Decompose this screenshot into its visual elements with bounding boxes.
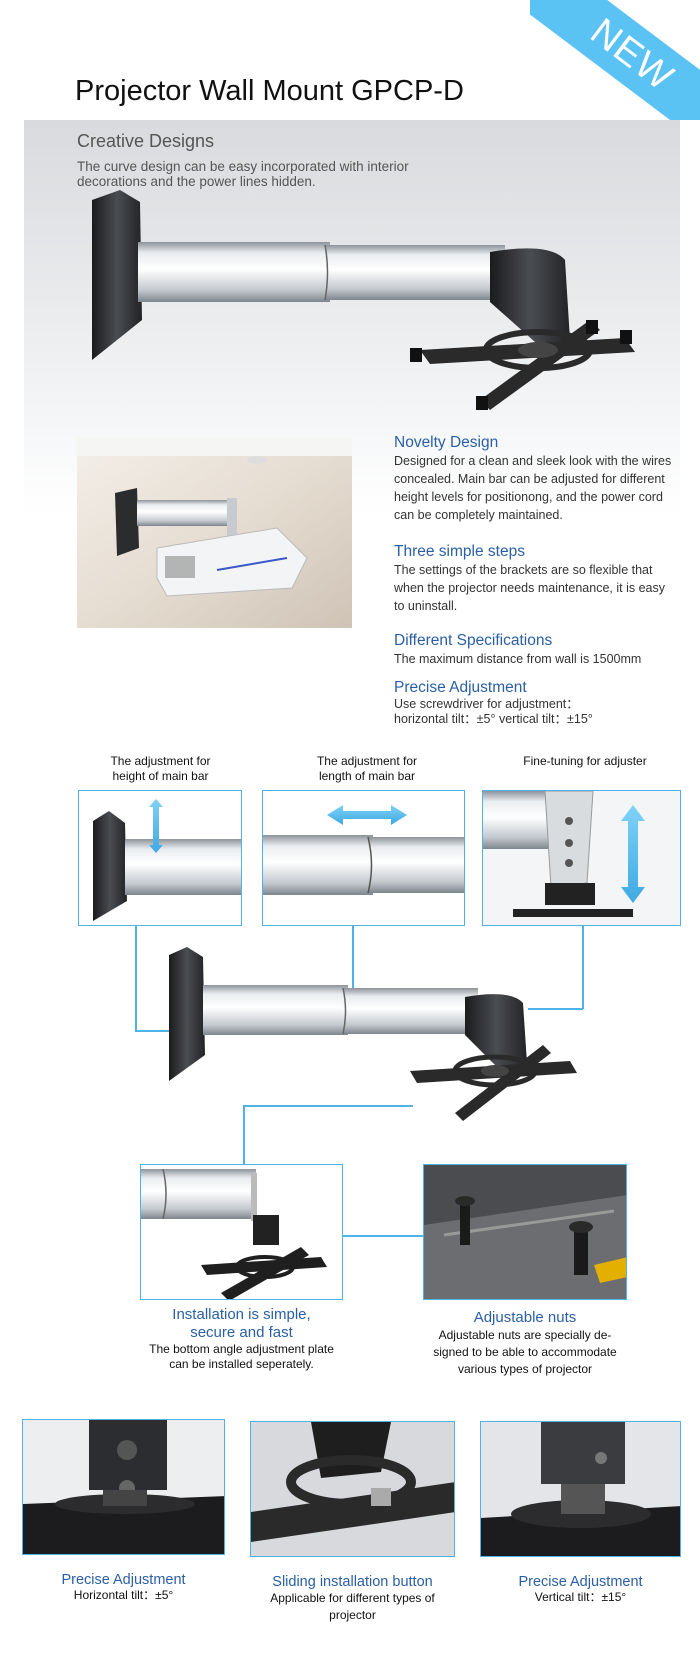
room-installation-photo — [77, 438, 352, 628]
horizontal-tilt-image — [22, 1419, 225, 1555]
bottom-caption-vertical: Precise Adjustment Vertical tilt：±15° — [480, 1574, 681, 1605]
feature-precise-line2: horizontal tilt：±5° vertical tilt：±15° — [394, 712, 593, 726]
new-ribbon: NEW — [530, 0, 700, 120]
adjustable-nuts-image — [423, 1164, 627, 1300]
feature-three-steps: Three simple steps The settings of the b… — [394, 543, 694, 615]
install-plate-image — [140, 1164, 343, 1300]
center-mount-illustration — [169, 947, 577, 1121]
adjust-fine-line1: Fine-tuning for adjuster — [523, 754, 647, 768]
connector-line — [343, 1235, 423, 1237]
bottom-h-line1: Horizontal tilt：±5° — [73, 1588, 174, 1602]
bottom-h-title: Precise Adjustment — [61, 1572, 186, 1588]
sliding-button-image — [250, 1421, 455, 1557]
connector-line — [243, 1105, 245, 1165]
feature-steps-line2: when the projector needs maintenance, it… — [394, 581, 665, 595]
adjust-length-line1: The adjustment for — [316, 754, 418, 768]
connector-line — [243, 1105, 413, 1107]
adjust-height-line2: height of main bar — [112, 769, 209, 783]
connector-line — [135, 926, 137, 1031]
feature-novelty-line2: concealed. Main bar can be adjusted for … — [394, 472, 665, 486]
adjust-length-image — [262, 790, 465, 926]
bottom-caption-sliding: Sliding installation button Applicable f… — [240, 1574, 465, 1624]
feature-spec-line1: The maximum distance from wall is 1500mm — [394, 652, 642, 666]
adjust-height-line1: The adjustment for — [110, 754, 211, 768]
connector-line — [135, 1030, 175, 1032]
feature-novelty-line3: height levels for positionong, and the p… — [394, 490, 663, 504]
connector-line — [582, 926, 584, 1009]
creative-body-2: decorations and the power lines hidden. — [77, 174, 316, 189]
adjust-caption-height: The adjustment for height of main bar — [78, 754, 243, 784]
hero-mount-illustration — [92, 190, 635, 410]
feature-spec-title: Different Specifications — [394, 632, 553, 649]
feature-steps-title: Three simple steps — [394, 543, 525, 560]
page-title: Projector Wall Mount GPCP-D — [75, 75, 464, 107]
adjust-length-line2: length of main bar — [318, 769, 416, 783]
vertical-tilt-image — [480, 1421, 681, 1557]
adjust-height-image — [78, 790, 242, 926]
adjust-caption-fine: Fine-tuning for adjuster — [495, 754, 675, 769]
install-body-2: can be installed seperately. — [169, 1357, 314, 1371]
feature-novelty-line1: Designed for a clean and sleek look with… — [394, 454, 672, 468]
nuts-body-1: Adjustable nuts are specially de- — [438, 1328, 612, 1342]
adjust-fine-image — [482, 790, 681, 926]
feature-novelty: Novelty Design Designed for a clean and … — [394, 434, 694, 524]
feature-novelty-line4: can be completely maintained. — [394, 508, 563, 522]
connector-line — [352, 926, 354, 988]
install-body-1: The bottom angle adjustment plate — [149, 1342, 334, 1356]
new-badge-text: NEW — [530, 0, 700, 120]
feature-precise-line1: Use screwdriver for adjustment： — [394, 697, 579, 711]
creative-body-1: The curve design can be easy incorporate… — [77, 159, 409, 174]
feature-steps-line3: to uninstall. — [394, 599, 458, 613]
feature-steps-line1: The settings of the brackets are so flex… — [394, 563, 653, 577]
bottom-s-line1: Applicable for different types of — [270, 1591, 435, 1605]
bottom-v-title: Precise Adjustment — [518, 1574, 643, 1590]
bottom-v-line1: Vertical tilt：±15° — [534, 1590, 627, 1604]
connector-line — [528, 1008, 583, 1010]
bottom-caption-horizontal: Precise Adjustment Horizontal tilt：±5° — [22, 1572, 225, 1603]
feature-novelty-title: Novelty Design — [394, 434, 499, 451]
creative-title: Creative Designs — [77, 131, 215, 151]
install-title-1: Installation is simple, — [172, 1306, 311, 1323]
nuts-title: Adjustable nuts — [473, 1309, 577, 1326]
nuts-body-3: various types of projector — [457, 1362, 593, 1376]
feature-precise-title: Precise Adjustment — [394, 679, 527, 696]
nuts-caption: Adjustable nuts Adjustable nuts are spec… — [413, 1309, 637, 1378]
feature-precise: Precise Adjustment Use screwdriver for a… — [394, 679, 694, 727]
bottom-s-title: Sliding installation button — [272, 1574, 433, 1590]
adjust-caption-length: The adjustment for length of main bar — [282, 754, 452, 784]
install-caption: Installation is simple, secure and fast … — [140, 1306, 343, 1372]
feature-specifications: Different Specifications The maximum dis… — [394, 632, 694, 668]
bottom-s-line2: projector — [329, 1608, 376, 1622]
nuts-body-2: signed to be able to accommodate — [433, 1345, 617, 1359]
install-title-2: secure and fast — [190, 1324, 293, 1341]
